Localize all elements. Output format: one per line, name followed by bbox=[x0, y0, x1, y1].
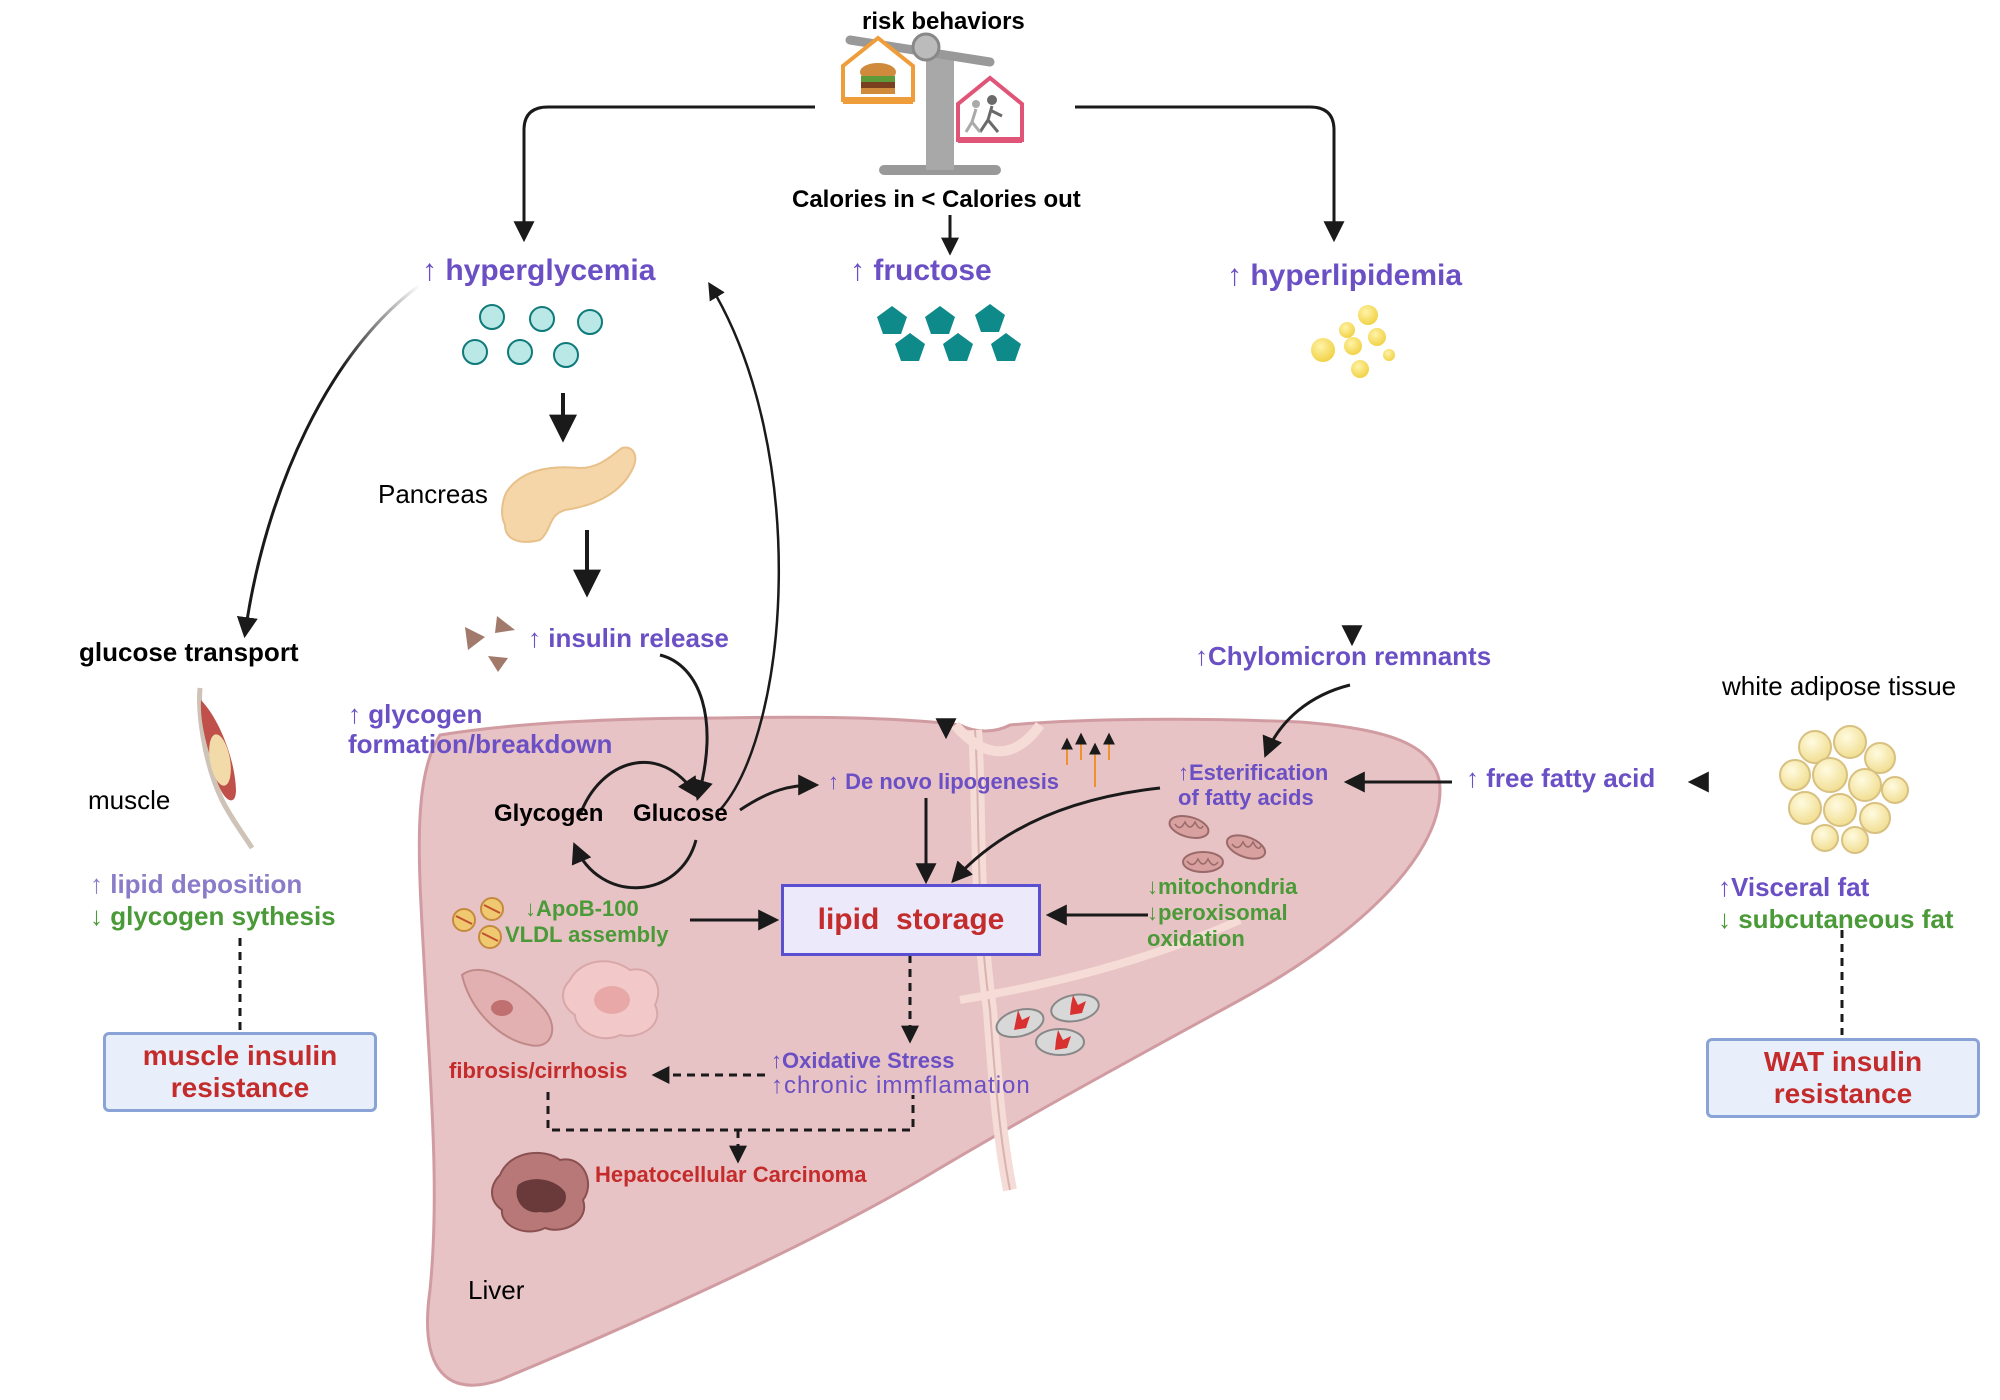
lipogenesis-arrows-icon bbox=[1061, 732, 1115, 787]
vldl-assembly-label: VLDL assembly bbox=[505, 922, 669, 947]
visceral-fat-label: ↑Visceral fat bbox=[1718, 872, 1870, 902]
lipid-droplets bbox=[1311, 305, 1395, 378]
hyperlipidemia-label: ↑ hyperlipidemia bbox=[1227, 259, 1463, 292]
mitochondria-icon bbox=[1168, 815, 1267, 873]
insulin-release-label: ↑ insulin release bbox=[528, 623, 729, 653]
glycogen-synthesis-label: ↓ glycogen sythesis bbox=[90, 901, 336, 931]
glucose-transport-label: glucose transport bbox=[79, 637, 299, 667]
oxidative-stress-label: ↑Oxidative Stress bbox=[771, 1048, 955, 1073]
oxidation-label: oxidation bbox=[1147, 926, 1245, 951]
dashed-arrows bbox=[238, 930, 1844, 1164]
liver-label: Liver bbox=[468, 1275, 525, 1305]
arrow-glucose-to-glycogen bbox=[571, 839, 698, 890]
fructose-label: ↑ fructose bbox=[850, 254, 992, 287]
de-novo-lipogenesis-label: ↑ De novo lipogenesis bbox=[828, 769, 1060, 794]
arrow-glucose-to-hyperglycemia bbox=[708, 282, 781, 811]
hyperglycemia-label: ↑ hyperglycemia bbox=[422, 254, 656, 287]
mitochondria-label: ↓mitochondria bbox=[1147, 874, 1298, 899]
liver-icon bbox=[417, 715, 1442, 1387]
esterification-label: ↑Esterification of fatty acids bbox=[1178, 760, 1329, 811]
chylomicron-label: ↑Chylomicron remnants bbox=[1195, 641, 1492, 671]
wat-insulin-resistance-box: WAT insulin resistance bbox=[1706, 1038, 1980, 1118]
damaged-mitochondria-icon bbox=[995, 993, 1100, 1056]
adipocyte-cluster-icon bbox=[1779, 725, 1909, 854]
muscle-insulin-resistance-box: muscle insulin resistance bbox=[103, 1032, 377, 1112]
stellate-cell-icon bbox=[460, 960, 660, 1047]
risk-behaviors-label: risk behaviors bbox=[862, 8, 1025, 35]
insulin-triangles bbox=[465, 616, 515, 672]
tumor-icon bbox=[491, 1151, 589, 1233]
arrow-to-glucose-transport bbox=[236, 283, 421, 639]
lipid-storage-box: lipid storage bbox=[781, 884, 1041, 956]
hcc-label: Hepatocellular Carcinoma bbox=[595, 1162, 867, 1187]
pancreas-icon bbox=[501, 446, 637, 543]
free-fatty-acid-label: ↑ free fatty acid bbox=[1466, 763, 1656, 793]
pancreas-label: Pancreas bbox=[378, 479, 488, 509]
arrow-insulin-to-glucose bbox=[659, 653, 713, 802]
chronic-inflammation-label: ↑chronic immflamation bbox=[771, 1072, 1031, 1099]
muscle-icon bbox=[197, 687, 255, 850]
muscle-label: muscle bbox=[88, 785, 171, 815]
arrow-glucose-to-denovo bbox=[739, 774, 820, 812]
subcutaneous-fat-label: ↓ subcutaneous fat bbox=[1718, 904, 1954, 934]
peroxisomal-label: ↓peroxisomal bbox=[1147, 900, 1288, 925]
arrow-chylomicron-to-ester bbox=[1262, 683, 1351, 758]
calories-label: Calories in < Calories out bbox=[792, 186, 1081, 213]
glucose-circles bbox=[462, 304, 603, 368]
glucose-label: Glucose bbox=[633, 800, 728, 827]
fructose-pentagons bbox=[877, 304, 1021, 361]
fibrosis-label: fibrosis/cirrhosis bbox=[449, 1058, 628, 1083]
glycogen-label: Glycogen bbox=[494, 800, 604, 827]
lipid-deposition-label: ↑ lipid deposition bbox=[90, 869, 303, 899]
arrow-ester-to-storage bbox=[951, 786, 1161, 884]
apob-label: ↓ApoB-100 bbox=[525, 896, 639, 921]
glycogen-formation-label: ↑ glycogen formation/breakdown bbox=[348, 699, 613, 759]
arrow-glycogen-to-glucose bbox=[578, 760, 699, 816]
exercise-house-icon bbox=[956, 75, 1024, 143]
burger-house-icon bbox=[841, 35, 915, 104]
vldl-particle-icon bbox=[452, 897, 504, 949]
white-adipose-label: white adipose tissue bbox=[1722, 671, 1957, 701]
top-arrows bbox=[513, 105, 1345, 256]
